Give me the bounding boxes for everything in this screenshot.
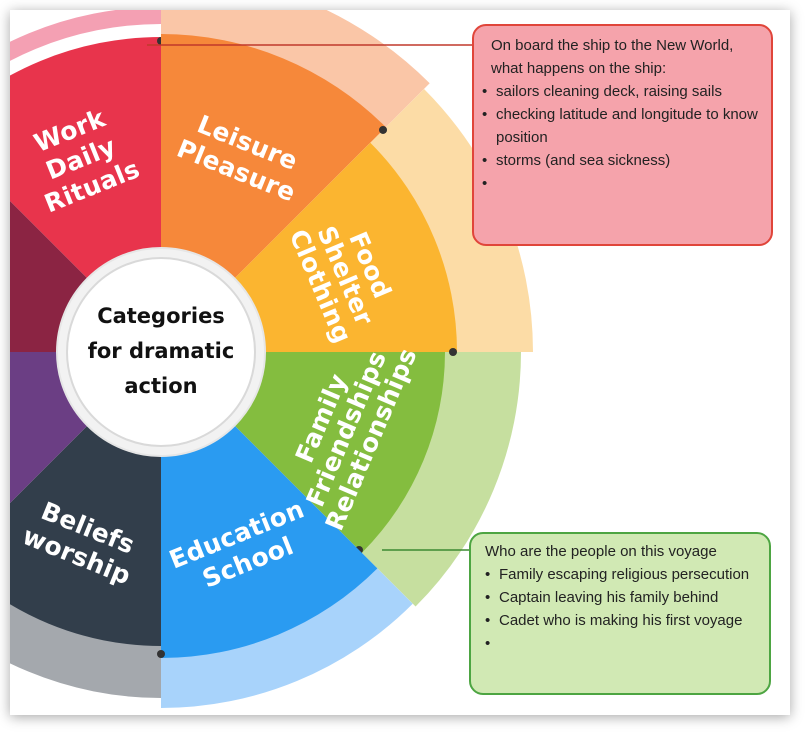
ship-note-box: On board the ship to the New World, what… bbox=[472, 24, 773, 246]
outer-arc-layer bbox=[10, 10, 533, 708]
outer-arc-work bbox=[10, 10, 161, 61]
category-wheel: WorkDailyRitualsLeisurePleasureFoodShelt… bbox=[10, 10, 533, 708]
people-note-title: Who are the people on this voyage bbox=[485, 543, 717, 560]
outer-arc-education bbox=[161, 566, 413, 708]
outer-arc-family bbox=[360, 352, 521, 607]
list-item bbox=[482, 172, 763, 195]
people-note-box: Who are the people on this voyage Family… bbox=[469, 532, 771, 695]
center-label-line-2: for dramatic bbox=[88, 339, 235, 363]
people-note-list: Family escaping religious persecution Ca… bbox=[485, 563, 763, 655]
outer-arc-beliefs bbox=[10, 601, 161, 698]
ship-note-list: sailors cleaning deck, raising sails che… bbox=[482, 80, 763, 195]
segment-notch-leisure bbox=[379, 125, 388, 134]
segment-notch-food bbox=[449, 348, 457, 356]
list-item: storms (and sea sickness) bbox=[482, 149, 763, 172]
center-label-line-1: Categories bbox=[97, 304, 225, 328]
segment-notch-education bbox=[157, 650, 165, 658]
center-hub: Categories for dramatic action bbox=[56, 247, 266, 457]
list-item: checking latitude and longitude to know … bbox=[482, 103, 763, 149]
outer-arc-food bbox=[368, 88, 533, 353]
list-item: Captain leaving his family behind bbox=[485, 586, 763, 609]
center-label-line-3: action bbox=[124, 374, 197, 398]
list-item bbox=[485, 632, 763, 655]
ship-note-title: On board the ship to the New World, what… bbox=[491, 37, 734, 77]
list-item: sailors cleaning deck, raising sails bbox=[482, 80, 763, 103]
segment-purple bbox=[10, 352, 161, 503]
list-item: Family escaping religious persecution bbox=[485, 563, 763, 586]
list-item: Cadet who is making his first voyage bbox=[485, 609, 763, 632]
outer-arc-leisure bbox=[161, 10, 430, 129]
